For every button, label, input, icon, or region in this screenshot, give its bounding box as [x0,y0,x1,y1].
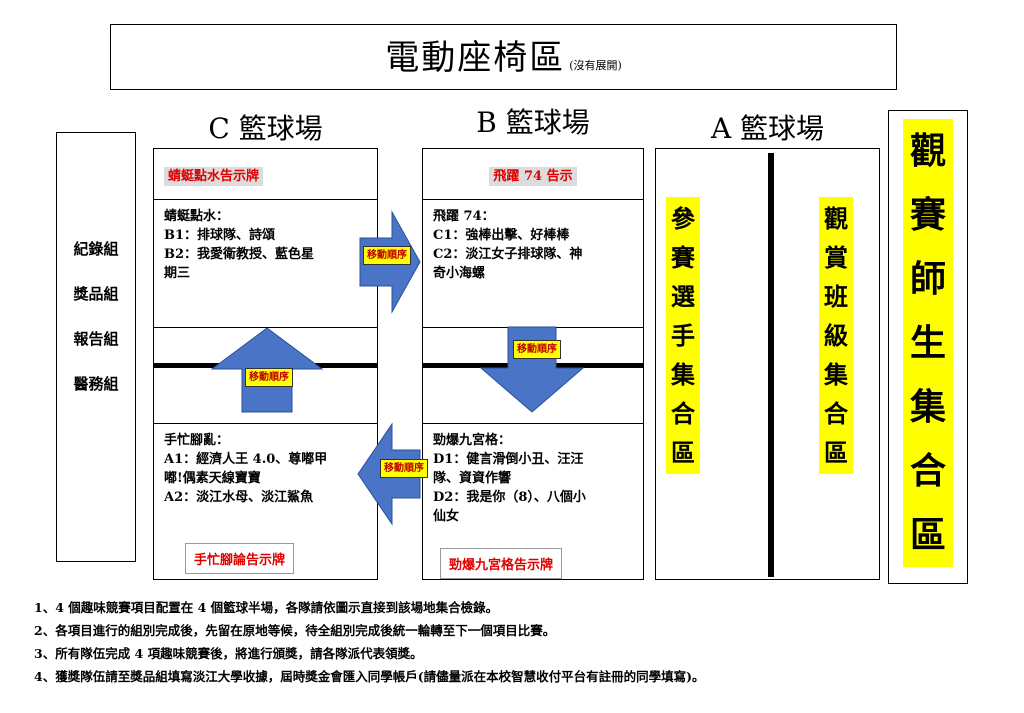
vertical-char: 集 [671,360,695,389]
court-b-box: 飛躍 74 告示 飛躍 74： C1：強棒出擊、好棒棒 C2：淡江女子排球隊、神… [422,148,644,580]
game-line: B1：排球隊、詩頌 [164,228,276,243]
vertical-char: 班 [824,282,848,311]
arrow-label: 移動順序 [380,459,428,478]
vertical-char: 合 [824,399,848,428]
game-line: D2：我是你（8）、八個小 [433,490,586,505]
note-4: 4、獲獎隊伍請至獎品組填寫淡江大學收據，屆時獎金會匯入同學帳戶(請儘量派在本校智… [34,669,705,684]
court-a-center-line [768,153,774,577]
court-c-bottom-sign: 手忙腳論告示牌 [185,543,295,574]
vertical-char: 手 [671,321,695,350]
arrow-label: 移動順序 [363,246,411,265]
side-group-medical: 醫務組 [73,375,119,393]
vertical-char: 級 [824,321,848,350]
vertical-char: 區 [824,438,848,467]
game-line: 隊、資資作響 [433,471,512,486]
audience-box: 觀賽師生集合區 [888,110,968,584]
vertical-char: 區 [909,514,946,556]
game-name: 勁爆九宮格： [433,433,512,448]
vertical-char: 觀 [909,130,946,172]
note-3: 3、所有隊伍完成 4 項趣味競賽後，將進行頒獎，請各隊派代表領獎。 [34,646,423,661]
vertical-char: 參 [671,204,695,233]
court-b-top-game: 飛躍 74： C1：強棒出擊、好棒棒 C2：淡江女子排球隊、神 奇小海螺 [433,207,582,283]
game-line: D1：健言滑倒小丑、汪汪 [433,452,584,467]
game-line: 奇小海螺 [433,266,486,281]
note-2: 2、各項目進行的組別完成後，先留在原地等候，待全組別完成後統一輪轉至下一個項目比… [34,623,556,638]
note-1: 1、4 個趣味競賽項目配置在 4 個籃球半場，各隊請依圖示直接到該場地集合檢錄。 [34,600,499,615]
vertical-char: 選 [671,282,695,311]
game-line: A2：淡江水母、淡江鯊魚 [164,490,314,505]
court-a-box: 參賽選手集合區 觀賞班級集合區 [655,148,880,580]
side-group-box: 紀錄組 獎品組 報告組 醫務組 [56,132,136,562]
game-name: 手忙腳亂： [164,433,230,448]
game-line: 嘟!偶素天線寶寶 [164,471,261,486]
vertical-char: 集 [909,386,946,428]
page-subtitle: (沒有展開) [569,58,622,72]
arrow-label: 移動順序 [245,368,293,387]
vertical-char: 賽 [671,243,695,272]
court-b-top-sign: 飛躍 74 告示 [489,167,577,186]
side-group-prize: 獎品組 [73,285,119,303]
court-b-label: B 籃球場 [476,106,590,139]
vertical-char: 賞 [824,243,848,272]
game-line: C1：強棒出擊、好棒棒 [433,228,570,243]
game-line: 期三 [164,266,191,281]
vertical-char: 合 [671,399,695,428]
vertical-char: 觀 [824,204,848,233]
court-c-top-sign: 蜻蜓點水告示牌 [164,167,264,186]
game-line: 仙女 [433,509,460,524]
vertical-char: 合 [909,450,946,492]
game-name: 飛躍 74： [433,209,495,224]
vertical-char: 師 [909,258,946,300]
court-a-athlete-area: 參賽選手集合區 [666,197,700,474]
court-b-bottom-game: 勁爆九宮格： D1：健言滑倒小丑、汪汪 隊、資資作響 D2：我是你（8）、八個小… [433,431,586,526]
title-box: 電動座椅區(沒有展開) [110,24,897,90]
court-a-class-area: 觀賞班級集合區 [819,197,853,474]
vertical-char: 生 [909,322,946,364]
court-c-label: C 籃球場 [208,112,323,145]
arrow-label: 移動順序 [513,340,561,359]
game-line: C2：淡江女子排球隊、神 [433,247,583,262]
arrow-down-b [479,326,585,413]
court-c-top-game: 蜻蜓點水： B1：排球隊、詩頌 B2：我愛衛教授、藍色星 期三 [164,207,314,283]
vertical-char: 集 [824,360,848,389]
game-line: B2：我愛衛教授、藍色星 [164,247,315,262]
audience-area: 觀賽師生集合區 [903,119,953,567]
court-c-bottom-game: 手忙腳亂： A1：經濟人王 4.0、尊嘟甲 嘟!偶素天線寶寶 A2：淡江水母、淡… [164,431,327,507]
court-b-bottom-sign: 勁爆九宮格告示牌 [440,548,563,579]
game-line: A1：經濟人王 4.0、尊嘟甲 [164,452,328,467]
side-group-record: 紀錄組 [73,240,119,258]
vertical-char: 賽 [909,194,946,236]
game-name: 蜻蜓點水： [164,209,230,224]
page-title: 電動座椅區 [385,38,566,78]
court-a-label: A 籃球場 [710,112,825,145]
side-group-report: 報告組 [73,330,119,348]
vertical-char: 區 [671,438,695,467]
